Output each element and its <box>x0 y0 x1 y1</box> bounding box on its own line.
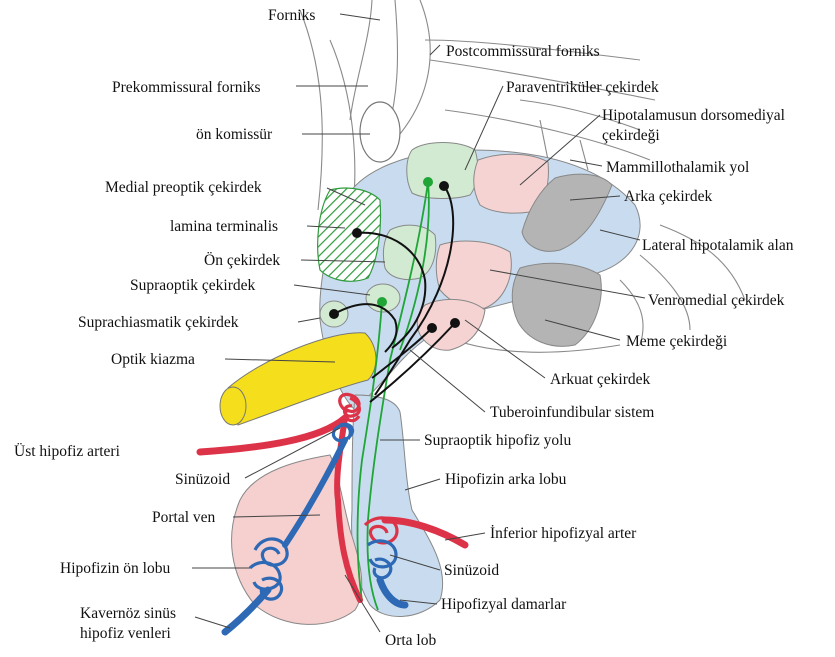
label-supraoptik-hipofiz-yolu: Supraoptik hipofiz yolu <box>424 432 571 449</box>
label-arka-cekirdek: Arka çekirdek <box>624 188 712 205</box>
label-lamina-terminalis: lamina terminalis <box>170 218 278 235</box>
label-ust-hipofiz-arteri: Üst hipofiz arteri <box>14 443 121 460</box>
arcuate-black-cell-1 <box>427 323 437 333</box>
paraventricular-neuron-cell <box>423 177 433 187</box>
label-kavernoz-1: Kavernöz sinüs <box>80 605 176 622</box>
label-forniks: Forniks <box>268 7 315 24</box>
suprachiasmatic-black-cell <box>329 309 339 319</box>
label-optik-kiazma: Optik kiazma <box>111 351 195 368</box>
label-sinuzoid-left: Sinüzoid <box>175 471 230 488</box>
label-hipofizin-on-lobu: Hipofizin ön lobu <box>60 560 170 577</box>
label-medial-preoptik-cekirdek: Medial preoptik çekirdek <box>105 179 262 196</box>
label-postcommissural-forniks: Postcommissural forniks <box>446 43 600 60</box>
label-meme-cekirdegi: Meme çekirdeği <box>626 333 728 350</box>
medial-preoptic-nucleus-shape <box>318 188 381 281</box>
posterior-lobe-region <box>352 395 443 616</box>
label-tuberoinfundibular-sistem: Tuberoinfundibular sistem <box>490 404 654 421</box>
label-lateral-hipotalamik-alan: Lateral hipotalamik alan <box>642 237 794 254</box>
mammillary-nucleus-shape <box>512 263 601 346</box>
anterior-commissure-shape <box>360 102 400 162</box>
label-hipofizyal-damarlar: Hipofizyal damarlar <box>441 596 567 613</box>
label-mammillothalamik-yol: Mammillothalamik yol <box>606 159 749 176</box>
label-on-cekirdek: Ön çekirdek <box>204 252 280 269</box>
label-suprachiasmatik-cekirdek: Suprachiasmatik çekirdek <box>78 314 239 331</box>
label-kavernoz-2: hipofiz venleri <box>80 625 172 642</box>
label-hipotalamus-dorsomedial-2: çekirdeği <box>602 127 660 144</box>
label-venromedial-cekirdek: Venromedial çekirdek <box>648 292 785 309</box>
label-paraventrikuler-cekirdek: Paraventriküler çekirdek <box>506 79 659 96</box>
arcuate-black-cell-2 <box>450 318 460 328</box>
label-orta-lob: Orta lob <box>385 632 436 649</box>
label-hipofizin-arka-lobu: Hipofizin arka lobu <box>445 471 567 488</box>
label-sinuzoid-right: Sinüzoid <box>444 562 499 579</box>
label-inferior-hipofizyal-arter: İnferior hipofizyal arter <box>490 525 637 542</box>
label-supraoptik-cekirdek: Supraoptik çekirdek <box>130 277 256 294</box>
paraventricular-black-cell <box>439 181 449 191</box>
label-prekommissural-forniks: Prekommissural forniks <box>112 79 261 96</box>
label-on-komissur: ön komissür <box>196 126 273 143</box>
medial-preoptic-black-cell <box>352 228 362 238</box>
label-arkuat-cekirdek: Arkuat çekirdek <box>550 371 651 388</box>
label-portal-ven: Portal ven <box>152 509 216 526</box>
label-hipotalamus-dorsomedial-1: Hipotalamusun dorsomediyal <box>602 107 785 124</box>
